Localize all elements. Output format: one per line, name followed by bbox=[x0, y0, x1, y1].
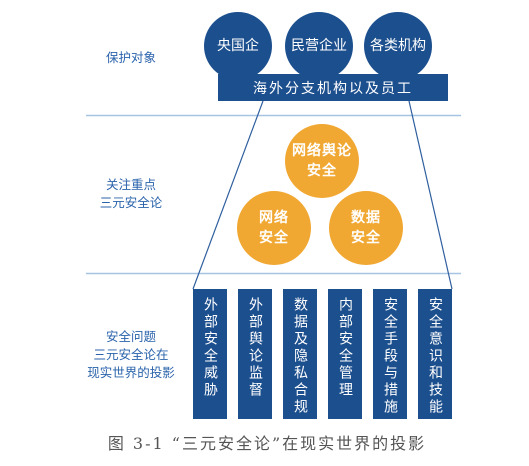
section-label-line: 现实世界的投影 bbox=[87, 365, 175, 380]
section-label-focus: 关注重点 三元安全论 bbox=[71, 176, 191, 212]
section-label-issues: 安全问题 三元安全论在 现实世界的投影 bbox=[71, 328, 191, 382]
pillar-label: 外部舆论监督 bbox=[247, 297, 263, 399]
base-bar-label: 海外分支机构以及员工 bbox=[253, 80, 413, 97]
section-label-line: 安全问题 bbox=[105, 329, 156, 344]
pillar-security-measures: 安全手段与措施 bbox=[373, 289, 407, 419]
funnel-line-left bbox=[192, 100, 264, 290]
focus-circle-network: 网络 安全 bbox=[237, 191, 311, 265]
pillar-internal-management: 内部安全管理 bbox=[328, 289, 362, 419]
focus-circle-line: 网络 bbox=[259, 210, 289, 226]
pillar-label: 数据及隐私合规 bbox=[292, 297, 308, 416]
pillar-label: 外部安全威胁 bbox=[202, 297, 218, 399]
pillar-awareness-skills: 安全意识和技能 bbox=[418, 289, 452, 419]
section-label-line: 三元安全论 bbox=[99, 195, 163, 210]
entity-circle-private: 民营企业 bbox=[285, 12, 353, 80]
pillar-label: 安全手段与措施 bbox=[382, 297, 398, 416]
pillar-data-privacy: 数据及隐私合规 bbox=[283, 289, 317, 419]
focus-circle-line: 安全 bbox=[351, 230, 381, 246]
pillar-label: 安全意识和技能 bbox=[427, 297, 443, 416]
focus-circle-public-opinion: 网络舆论 安全 bbox=[285, 124, 359, 198]
focus-circle-line: 网络舆论 bbox=[292, 143, 352, 159]
entity-label: 各类机构 bbox=[370, 38, 426, 54]
pillar-public-scrutiny: 外部舆论监督 bbox=[238, 289, 272, 419]
section-label-line: 保护对象 bbox=[105, 50, 156, 65]
entity-label: 央国企 bbox=[217, 38, 259, 54]
focus-circle-line: 数据 bbox=[351, 210, 381, 226]
funnel-line-right bbox=[408, 100, 453, 290]
figure-caption: 图 3-1 “三元安全论”在现实世界的投影 bbox=[107, 434, 427, 453]
focus-circle-line: 安全 bbox=[307, 163, 337, 179]
overseas-base-bar: 海外分支机构以及员工 bbox=[218, 74, 448, 101]
focus-circle-data: 数据 安全 bbox=[329, 191, 403, 265]
focus-circle-line: 安全 bbox=[259, 230, 289, 246]
entity-circle-soe: 央国企 bbox=[204, 12, 272, 80]
section-label-protection-target: 保护对象 bbox=[71, 49, 191, 67]
entity-circle-institutions: 各类机构 bbox=[364, 12, 432, 80]
section-label-line: 关注重点 bbox=[105, 177, 156, 192]
pillar-label: 内部安全管理 bbox=[337, 297, 353, 399]
pillar-external-threats: 外部安全威胁 bbox=[193, 289, 227, 419]
entity-label: 民营企业 bbox=[291, 38, 347, 54]
section-label-line: 三元安全论在 bbox=[93, 347, 169, 362]
